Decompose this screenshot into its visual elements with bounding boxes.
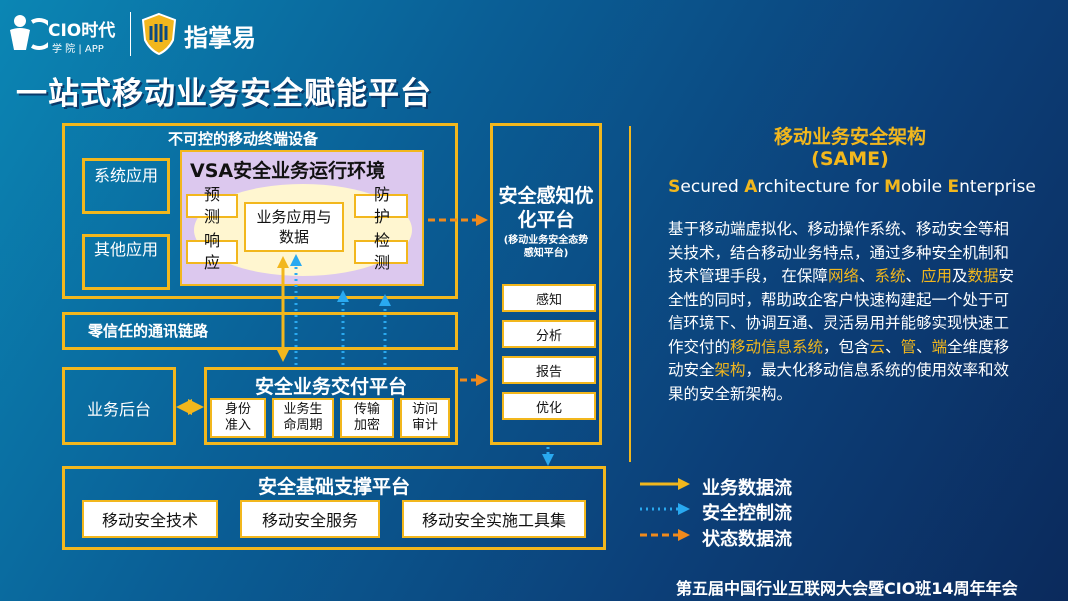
- desc-segment: 基于移动端虚拟化、移动操作系统、移动安全等相关技术，结合移动业务特点，通过多种安…: [668, 220, 1010, 285]
- same-description: 基于移动端虚拟化、移动操作系统、移动安全等相关技术，结合移动业务特点，通过多种安…: [668, 218, 1020, 406]
- shield-icon: [141, 12, 177, 56]
- desc-highlight: 云: [869, 337, 886, 356]
- business-backend-label: 业务后台: [86, 400, 151, 419]
- desc-highlight: 网络: [827, 267, 859, 285]
- legend-label: 状态数据流: [702, 529, 792, 550]
- other-app-label: 其他应用: [93, 240, 158, 259]
- delivery-item: 身份准入: [210, 398, 266, 438]
- desc-segment: 及: [952, 267, 968, 285]
- perception-platform-box: [490, 123, 602, 445]
- desc-highlight: 数据: [967, 267, 999, 285]
- foundation-item: 移动安全实施工具集: [402, 500, 586, 538]
- delivery-item: 访问审计: [400, 398, 450, 438]
- delivery-platform-box: [204, 367, 458, 445]
- english-rest: ecured: [680, 177, 745, 197]
- desc-highlight: 端: [931, 337, 948, 356]
- protect-label: 防护: [373, 185, 390, 226]
- cio-logo-subtext: 学 院 | APP: [52, 44, 104, 55]
- english-cap: E: [947, 177, 960, 197]
- delivery-item-label: 身份准入: [224, 402, 251, 433]
- system-app-label: 系统应用: [93, 166, 158, 185]
- same-english-name: Secured Architecture for Mobile Enterpri…: [640, 177, 1064, 197]
- desc-segment: 、: [885, 337, 901, 356]
- respond-label: 响应: [203, 231, 220, 272]
- protect-detect-box-2: [354, 240, 408, 264]
- perception-platform-label: 安全感知优化平台: [498, 185, 594, 231]
- cio-logo: CIO时代 学 院 | APP: [6, 8, 126, 58]
- perception-item: 优化: [502, 392, 596, 420]
- detect-label: 检测: [373, 231, 390, 272]
- delivery-platform-label: 安全业务交付平台: [254, 376, 407, 398]
- desc-segment: ，最大化移动信息系统的使用效率和效果的安全新架构。: [668, 361, 1010, 403]
- foundation-platform-label: 安全基础支撑平台: [257, 476, 410, 498]
- english-cap: M: [884, 177, 901, 197]
- delivery-item: 传输加密: [340, 398, 394, 438]
- foundation-item: 移动安全服务: [240, 500, 380, 538]
- desc-segment: 全维度移动安全: [668, 337, 1010, 380]
- desc-highlight: 系统: [874, 267, 906, 285]
- perception-item-label: 优化: [535, 400, 562, 416]
- brand-name: 指掌易: [184, 24, 256, 52]
- desc-segment: 、: [905, 267, 921, 285]
- foundation-item: 移动安全技术: [82, 500, 218, 538]
- predict-respond-box-2: [186, 240, 238, 264]
- predict-label: 预测: [203, 185, 220, 226]
- desc-segment: 、: [858, 267, 875, 285]
- perception-item: 报告: [502, 356, 596, 384]
- cio-logo-text: CIO时代: [48, 21, 116, 41]
- footer-event-name: 第五届中国行业互联网大会暨CIO班14周年年会: [676, 579, 1018, 598]
- other-app-box: [82, 234, 170, 290]
- perception-item-label: 感知: [535, 292, 562, 308]
- foundation-platform-box: [62, 466, 606, 550]
- logo-divider: [130, 12, 131, 56]
- business-app-data-label: 业务应用与数据: [256, 208, 332, 246]
- english-cap: A: [744, 177, 758, 197]
- delivery-item-label: 业务生命周期: [283, 402, 323, 433]
- english-rest: nterprise: [959, 177, 1036, 197]
- foundation-item-label: 移动安全服务: [261, 511, 358, 530]
- terminal-device-box: [62, 123, 458, 299]
- legend-label: 业务数据流: [702, 478, 792, 499]
- system-app-box: [82, 158, 170, 214]
- desc-segment: 安全性的同时，帮助政企客户快速构建起一个处于可信环境下、协调互通、灵活易用并能够…: [668, 267, 1015, 356]
- zero-trust-box: [62, 312, 458, 350]
- desc-highlight: 应用: [921, 267, 953, 285]
- perception-item-label: 分析: [535, 328, 562, 344]
- desc-highlight: 架构: [714, 361, 746, 379]
- business-app-data-box: 业务应用与数据: [244, 202, 344, 252]
- same-abbreviation: (SAME): [811, 148, 889, 170]
- vsa-environment-label: VSA安全业务运行环境: [190, 160, 386, 182]
- english-rest: rchitecture for: [757, 177, 885, 197]
- predict-respond-box: [186, 194, 238, 218]
- protect-detect-box: [354, 194, 408, 218]
- cio-logo-icon: [10, 15, 48, 50]
- delivery-item-label: 访问审计: [411, 402, 438, 433]
- desc-highlight: 管: [900, 337, 917, 356]
- legend-label: 安全控制流: [702, 503, 792, 524]
- terminal-device-label: 不可控的移动终端设备: [168, 130, 319, 148]
- english-cap: S: [668, 177, 681, 197]
- same-heading: 移动业务安全架构: [773, 126, 926, 148]
- english-rest: obile: [900, 177, 948, 197]
- foundation-item-label: 移动安全实施工具集: [421, 511, 566, 530]
- zero-trust-label: 零信任的通讯链路: [88, 322, 209, 340]
- page-title: 一站式移动业务安全赋能平台: [16, 76, 432, 112]
- brand-logo: 指掌易: [140, 12, 280, 56]
- perception-item-label: 报告: [535, 364, 562, 380]
- perception-item: 分析: [502, 320, 596, 348]
- desc-segment: ，包含: [823, 337, 870, 356]
- foundation-item-label: 移动安全技术: [101, 511, 198, 530]
- perception-item: 感知: [502, 284, 596, 312]
- desc-segment: 、: [916, 337, 932, 356]
- delivery-item-label: 传输加密: [353, 402, 380, 433]
- perception-platform-sublabel: (移动业务安全态势感知平台): [503, 235, 589, 259]
- delivery-item: 业务生命周期: [272, 398, 334, 438]
- desc-highlight: 移动信息系统: [730, 337, 824, 356]
- business-backend-box: [62, 367, 176, 445]
